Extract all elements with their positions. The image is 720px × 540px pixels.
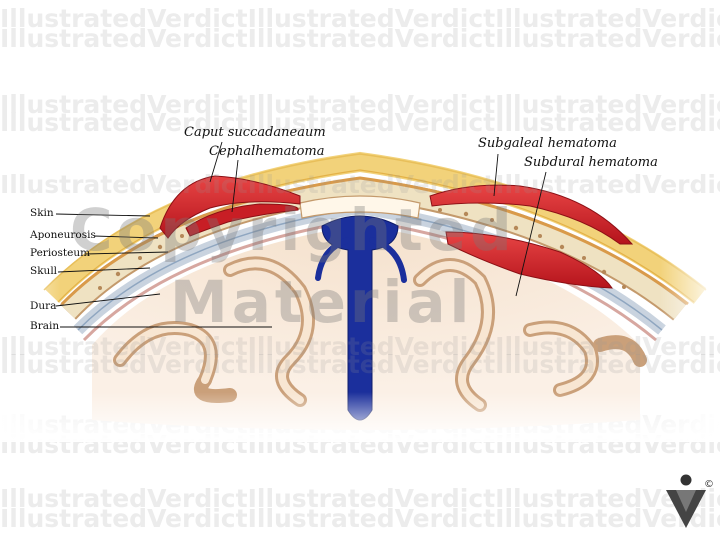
- subdural-hematoma: [445, 231, 613, 289]
- leader-line-caput: [209, 141, 223, 183]
- leader-line-subgaleal: [493, 153, 499, 197]
- bridging-vein-right: [369, 237, 407, 283]
- iv-logo-icon: [666, 474, 706, 528]
- watermark-row: IllustratedVerdictIllustratedVerdictIllu…: [0, 6, 720, 32]
- watermark-row-overlay: IllustratedVerdictIllustratedVerdictIllu…: [0, 172, 720, 198]
- label-subgaleal-hematoma: Subgaleal hematoma: [478, 136, 617, 151]
- leader-line-aponeurosis: [93, 235, 159, 239]
- watermark-row: IllustratedVerdictIllustratedVerdictIllu…: [0, 506, 720, 532]
- leader-line-dura: [55, 293, 161, 307]
- label-cephalhematoma: Cephalhematoma: [209, 144, 325, 159]
- label-aponeurosis: Aponeurosis: [30, 229, 96, 241]
- copyright-watermark: Material: [170, 268, 474, 336]
- label-periosteum: Periosteum: [30, 247, 91, 259]
- watermark-row: IllustratedVerdictIllustratedVerdictIllu…: [0, 92, 720, 118]
- cephalhematoma: [185, 203, 299, 237]
- leader-line-cephal: [231, 159, 239, 213]
- label-skull: Skull: [30, 265, 58, 277]
- watermark-row-overlay: IllustratedVerdictIllustratedVerdictIllu…: [0, 352, 720, 378]
- label-skin: Skin: [30, 207, 54, 219]
- label-dura: Dura: [30, 300, 57, 312]
- leader-line-periosteum: [85, 251, 169, 255]
- leader-line-subdural: [515, 171, 547, 297]
- leader-line-skin: [55, 213, 151, 217]
- skin: [44, 151, 707, 304]
- label-caput-succadaneaum: Caput succadaneaum: [184, 125, 326, 140]
- subgaleal-hematoma: [429, 184, 634, 245]
- watermark-row: IllustratedVerdictIllustratedVerdictIllu…: [0, 110, 720, 136]
- watermark-row-overlay: IllustratedVerdictIllustratedVerdictIllu…: [0, 334, 720, 360]
- caput-succadaneaum: [159, 175, 301, 239]
- watermark-row: IllustratedVerdictIllustratedVerdictIllu…: [0, 26, 720, 52]
- periosteum: [60, 176, 689, 306]
- bridging-vein-left: [315, 237, 351, 281]
- copyright-symbol: ©: [704, 479, 714, 490]
- label-subdural-hematoma: Subdural hematoma: [524, 155, 658, 170]
- copyright-watermark: Copyrighted: [70, 196, 516, 264]
- label-brain: Brain: [30, 320, 60, 332]
- watermark-row: IllustratedVerdictIllustratedVerdictIllu…: [0, 486, 720, 512]
- leader-line-skull: [57, 267, 151, 273]
